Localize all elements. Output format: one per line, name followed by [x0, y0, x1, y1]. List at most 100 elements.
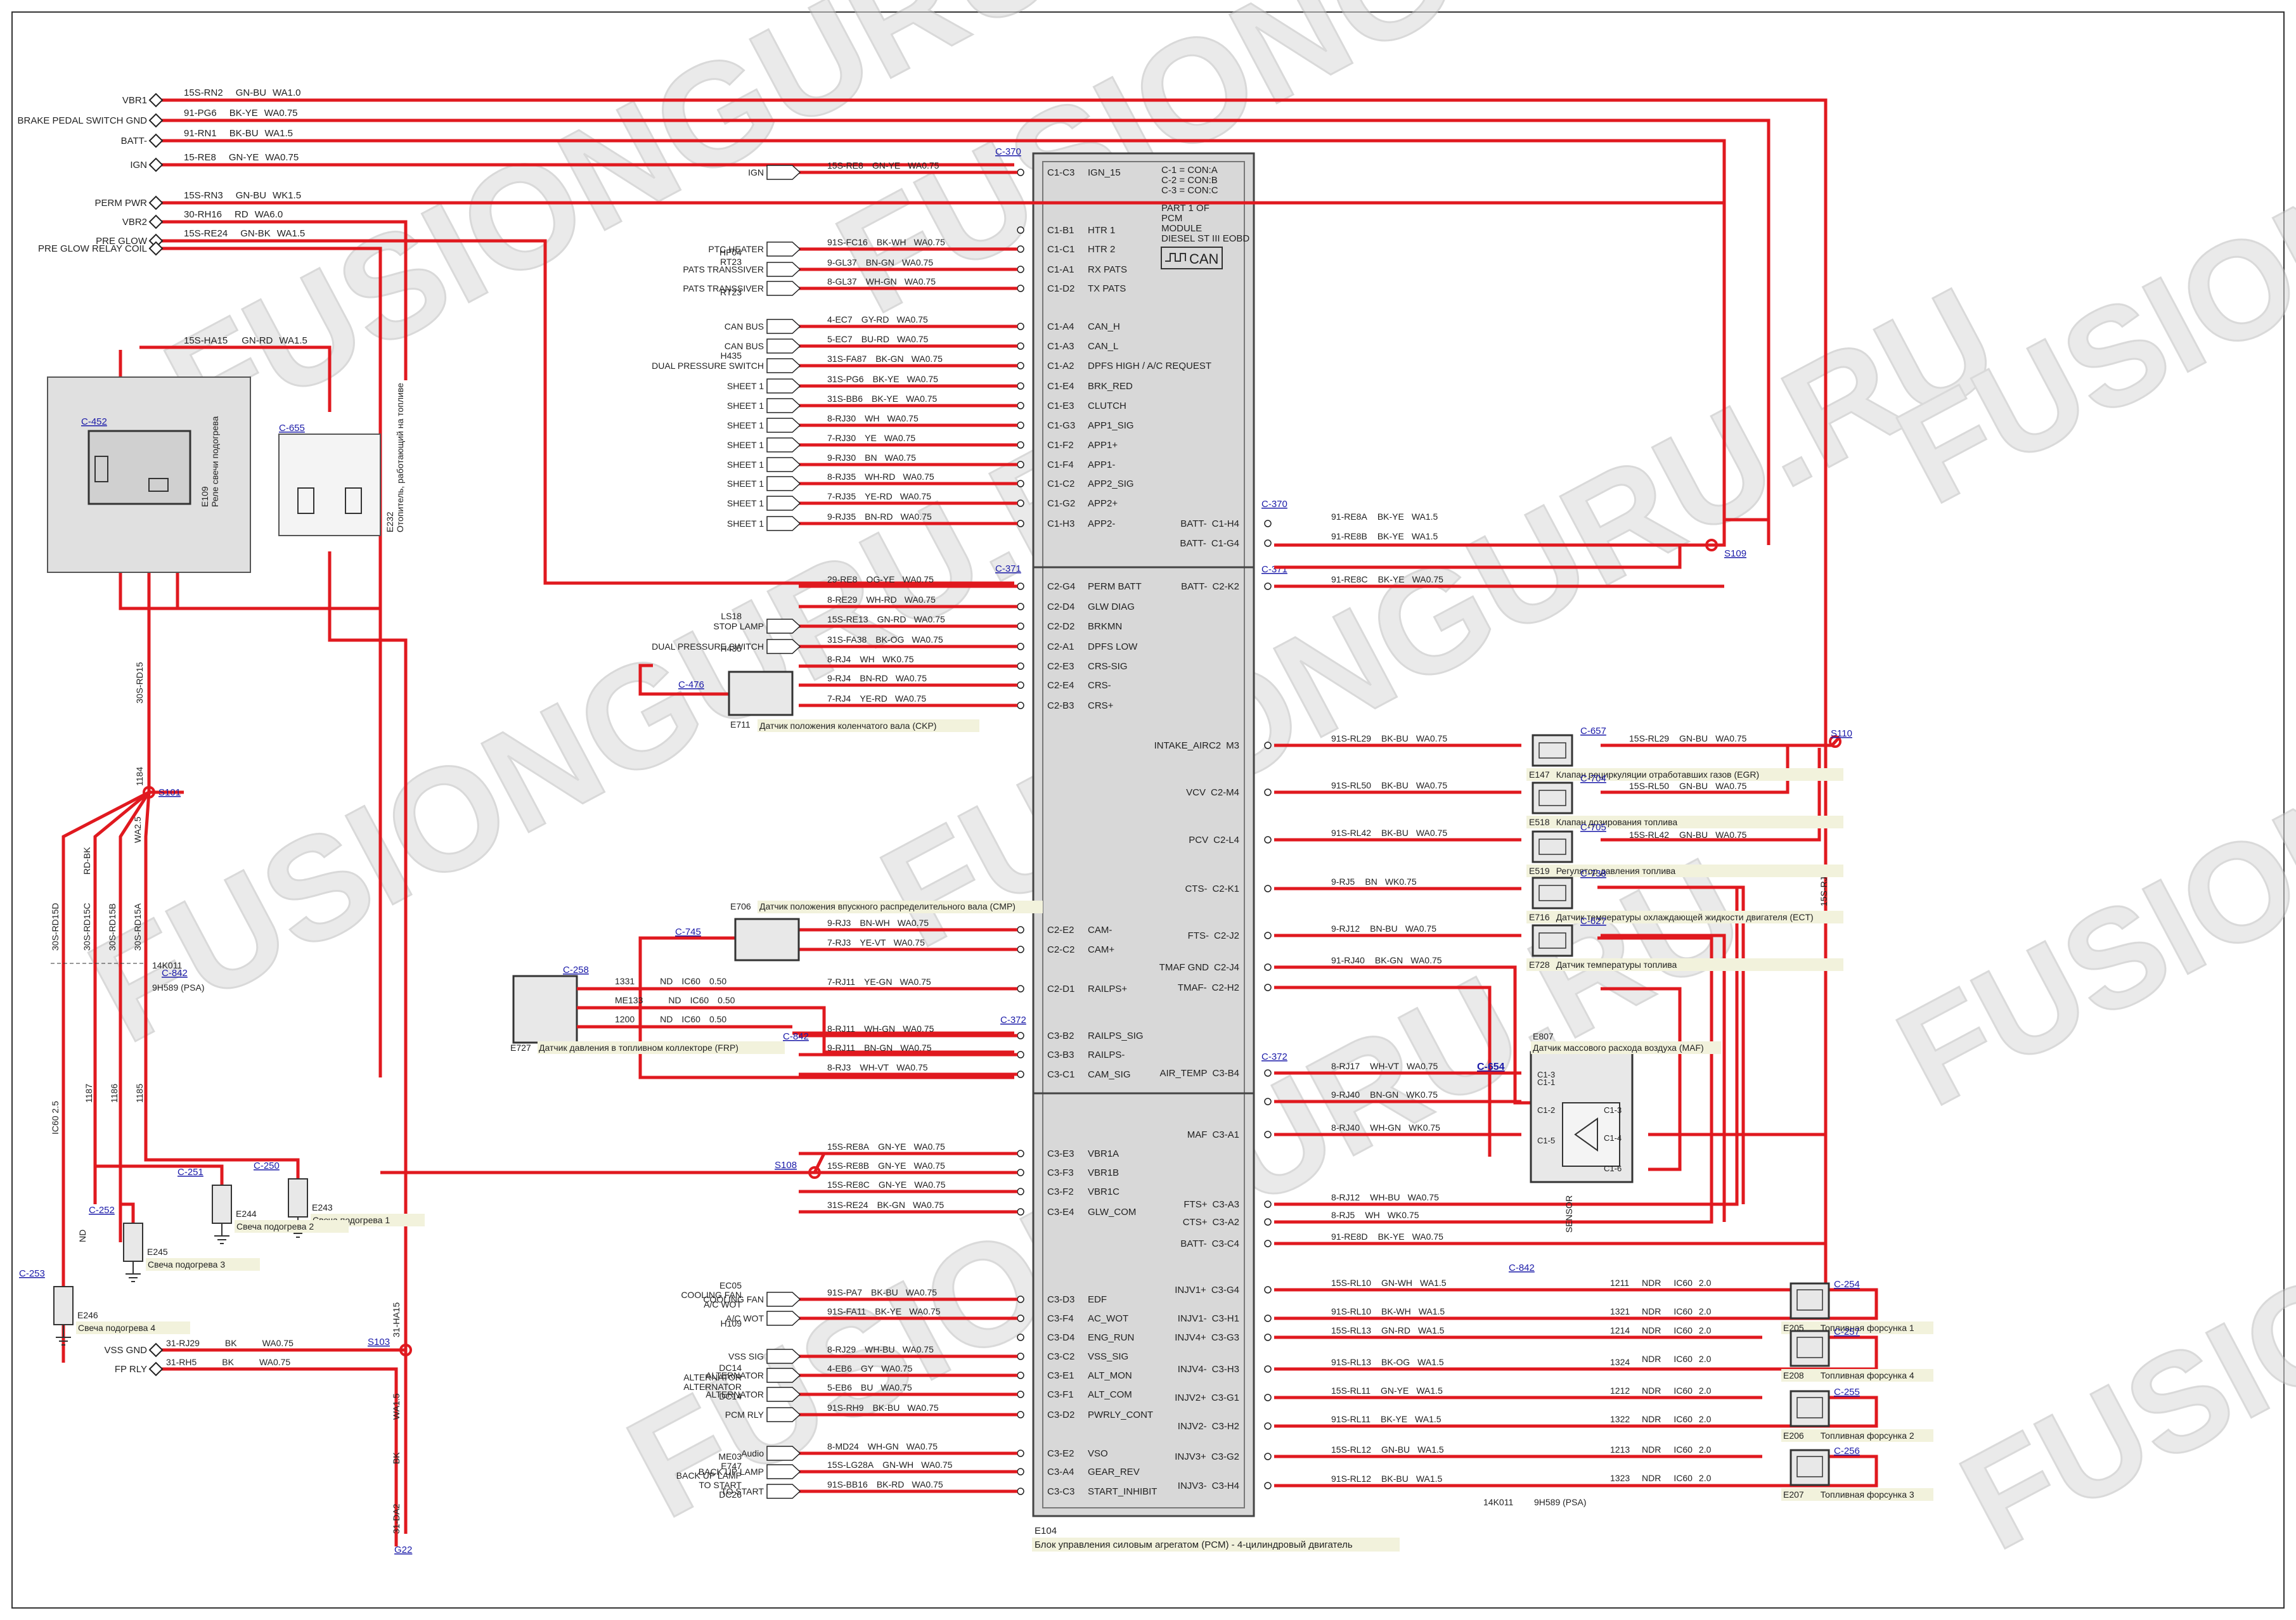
- note-bg: [1781, 1369, 1933, 1382]
- pcm-pin-name: EDF: [1088, 1294, 1107, 1305]
- splice-s110[interactable]: S110: [1831, 728, 1852, 739]
- wire-id: 31S-RE24: [827, 1200, 868, 1210]
- pcm-pin-name: CAM_SIG: [1088, 1069, 1131, 1080]
- pcm-pin-id: C2-D4: [1047, 601, 1074, 612]
- frp-conn[interactable]: C-258: [563, 965, 589, 975]
- wire-color: GN-RD: [877, 614, 906, 624]
- source-label: BRAKE PEDAL SWITCH GND: [18, 115, 148, 126]
- maf-pin: C1-3: [1604, 1105, 1622, 1115]
- sensor-conn[interactable]: C-627: [1580, 916, 1606, 927]
- connector-tab-icon: [766, 1387, 801, 1402]
- frp-conn2[interactable]: C-842: [783, 1031, 809, 1042]
- pin-name: TMAF GND: [1159, 962, 1209, 973]
- crank-conn[interactable]: C-476: [678, 679, 704, 690]
- watermark-text: FUSIONGURU.RU: [857, 257, 2021, 979]
- pcm-pin-id: C1-A1: [1047, 264, 1074, 275]
- wire-id: ME133: [615, 995, 643, 1005]
- maf-conn[interactable]: C-654: [1477, 1062, 1505, 1072]
- wire-gauge: WA0.75: [1410, 955, 1441, 965]
- pin-source: IGN: [748, 167, 764, 177]
- injector-box: [1790, 1449, 1830, 1486]
- glow-id: E245: [147, 1247, 168, 1257]
- ground-g22[interactable]: G22: [394, 1545, 412, 1555]
- pcm-pin-name: VSO: [1088, 1448, 1108, 1459]
- pcm-pin-name: RAILPS+: [1088, 984, 1127, 994]
- relay-c452[interactable]: C-452: [81, 416, 107, 427]
- legend-line: C-2 = CON:B: [1161, 175, 1218, 186]
- pin-id: C2-J2: [1214, 930, 1239, 941]
- sensor-conn[interactable]: C-738: [1580, 868, 1606, 879]
- sensor-conn[interactable]: C-705: [1580, 822, 1606, 833]
- sensor-conn[interactable]: C-704: [1580, 773, 1606, 784]
- wire-gauge: WA1.5: [277, 228, 305, 239]
- pin-terminal-icon: [1017, 1334, 1024, 1341]
- injector-conn[interactable]: C-254: [1834, 1279, 1860, 1290]
- wire-color: GN-BU: [1679, 781, 1708, 791]
- relay-c655[interactable]: C-655: [279, 423, 305, 434]
- splice-s101[interactable]: S101: [158, 787, 181, 798]
- maf-pin: C1-6: [1604, 1164, 1622, 1173]
- wire-id: 7-RJ30: [827, 433, 856, 443]
- connector-c372[interactable]: C-372: [1000, 1015, 1026, 1025]
- pin-terminal-icon: [1017, 1032, 1024, 1039]
- pin-terminal-icon: [1264, 1453, 1272, 1460]
- wire-id: 8-RE29: [827, 595, 858, 605]
- connector-c371[interactable]: C-371: [995, 563, 1021, 574]
- glow-note: Свеча подогрева 3: [148, 1259, 225, 1270]
- pin-terminal-icon: [1017, 402, 1024, 409]
- pin-terminal-icon: [1264, 1240, 1272, 1247]
- wire-color: BK-BU: [1381, 1474, 1409, 1484]
- wire-id: 91S-RL29: [1331, 733, 1371, 743]
- component-label: H435: [721, 350, 742, 361]
- connector-c372-right[interactable]: C-372: [1261, 1051, 1287, 1062]
- pin-name: AIR_TEMP: [1159, 1068, 1207, 1079]
- pin-source: CAN BUS: [725, 341, 764, 351]
- cam-conn[interactable]: C-745: [675, 927, 701, 937]
- wire-color: WH-GN: [866, 276, 897, 286]
- wire-id: 9-GL37: [827, 257, 857, 267]
- splice-s108[interactable]: S108: [775, 1160, 797, 1171]
- pcm-pin-name: VSS_SIG: [1088, 1351, 1128, 1362]
- note-bg: [235, 1220, 349, 1233]
- spec-gauge: IC60: [1674, 1444, 1693, 1455]
- c842-name-bottom[interactable]: C-842: [1509, 1263, 1535, 1273]
- connector-c370-right[interactable]: C-370: [1261, 499, 1287, 510]
- maf-sensor: E807 C-654 Датчик массового расхода возд…: [1477, 1031, 1721, 1233]
- spec-size: 2.0: [1699, 1414, 1712, 1424]
- component-label: ALTERNATOR: [683, 1372, 742, 1382]
- wire-id: 15S-HA15: [184, 335, 228, 346]
- splice-s109[interactable]: S109: [1724, 548, 1746, 559]
- glow-conn[interactable]: C-252: [89, 1205, 115, 1216]
- wire-id: 8-RJ5: [1331, 1210, 1355, 1220]
- glow-id: E246: [77, 1310, 98, 1320]
- wire-color: GN-WH: [1381, 1278, 1412, 1288]
- splice-s103[interactable]: S103: [368, 1337, 390, 1347]
- injector-conn[interactable]: C-256: [1834, 1446, 1860, 1456]
- component-label: BACK UP LAMP: [676, 1470, 742, 1481]
- wire-id: 9-RJ5: [1331, 877, 1355, 887]
- sensor-conn[interactable]: C-657: [1580, 726, 1606, 736]
- injector-conn[interactable]: C-257: [1834, 1327, 1860, 1337]
- wire-id: 8-RJ4: [827, 654, 851, 664]
- pcm-pin-name: VBR1C: [1088, 1186, 1119, 1197]
- c842-name[interactable]: C-842: [162, 968, 188, 979]
- glow-conn[interactable]: C-250: [254, 1160, 280, 1171]
- glow-conn[interactable]: C-253: [19, 1268, 45, 1279]
- pcm-caption: Блок управления силовым агрегатом (PCM) …: [1035, 1540, 1353, 1550]
- wire-color: YE-VT: [860, 937, 886, 948]
- wire-gauge: WK0.75: [1385, 877, 1417, 887]
- wire-gauge: WA1.5: [1419, 1306, 1445, 1316]
- glow-conn[interactable]: C-251: [177, 1167, 203, 1178]
- connector-c370[interactable]: C-370: [995, 146, 1021, 157]
- maf-pin: C1-3: [1537, 1070, 1555, 1079]
- injector-conn[interactable]: C-255: [1834, 1387, 1860, 1398]
- heater-e232-note: Отопитель, работающий на топливе: [395, 383, 405, 532]
